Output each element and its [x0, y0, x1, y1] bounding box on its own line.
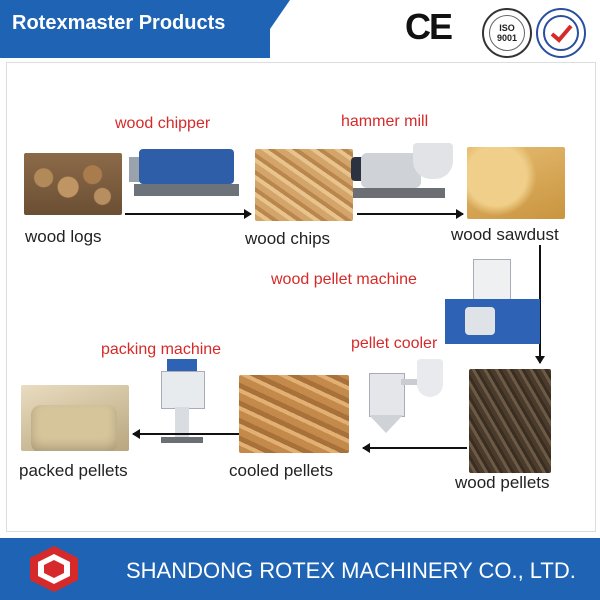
packing-machine-label: packing machine	[101, 341, 222, 358]
check-badge-icon	[543, 15, 579, 51]
company-name: SHANDONG ROTEX MACHINERY CO., LTD.	[126, 558, 576, 583]
cooled-pellets-label: cooled pellets	[229, 461, 333, 480]
ce-mark-icon: CE	[405, 6, 453, 47]
quality-certification-badge-icon	[536, 8, 586, 58]
wood-logs-label: wood logs	[25, 227, 102, 246]
iso-9001-badge-icon: ISO 9001	[482, 8, 532, 58]
wood-chipper-label: wood chipper	[115, 115, 211, 132]
cooled-pellets-photo	[239, 375, 349, 453]
header-band-slant	[250, 0, 290, 58]
hammer-mill-label: hammer mill	[341, 113, 429, 130]
iso-badge-ring	[489, 15, 525, 51]
arrow-logs-to-chips	[125, 209, 252, 219]
arrow-pellets-to-cooled	[362, 443, 467, 453]
arrow-chips-to-sawdust	[357, 209, 464, 219]
hammer-mill-machine	[351, 143, 461, 203]
company-logo-icon	[30, 546, 78, 592]
pellet-cooler-label: pellet cooler	[351, 335, 438, 352]
wood-chipper-machine	[129, 137, 244, 199]
process-diagram: wood logs wood chipper wood chips hammer…	[6, 62, 596, 532]
pellet-cooler-machine	[355, 359, 451, 437]
wood-logs-photo	[24, 153, 122, 215]
pellet-bag	[31, 405, 117, 451]
packed-pellets-photo	[21, 385, 129, 451]
wood-chips-photo	[255, 149, 353, 221]
arrow-cooled-to-packed	[132, 429, 239, 439]
wood-pellets-label: wood pellets	[455, 473, 550, 492]
packed-pellets-label: packed pellets	[19, 461, 128, 480]
header-blue-band	[0, 0, 270, 58]
header-bar: Rotexmaster Products CE ISO 9001	[0, 0, 600, 58]
packing-machine	[147, 359, 217, 445]
page-title: Rotexmaster Products	[12, 12, 226, 34]
wood-pellets-photo	[469, 369, 551, 473]
wood-sawdust-label: wood sawdust	[451, 225, 559, 244]
arrow-sawdust-to-pellets	[535, 245, 545, 364]
footer-bar: SHANDONG ROTEX MACHINERY CO., LTD.	[0, 538, 600, 600]
wood-pellet-machine	[445, 259, 541, 345]
wood-sawdust-photo	[467, 147, 565, 219]
wood-chips-label: wood chips	[245, 229, 331, 248]
wood-pellet-machine-label: wood pellet machine	[271, 271, 417, 288]
